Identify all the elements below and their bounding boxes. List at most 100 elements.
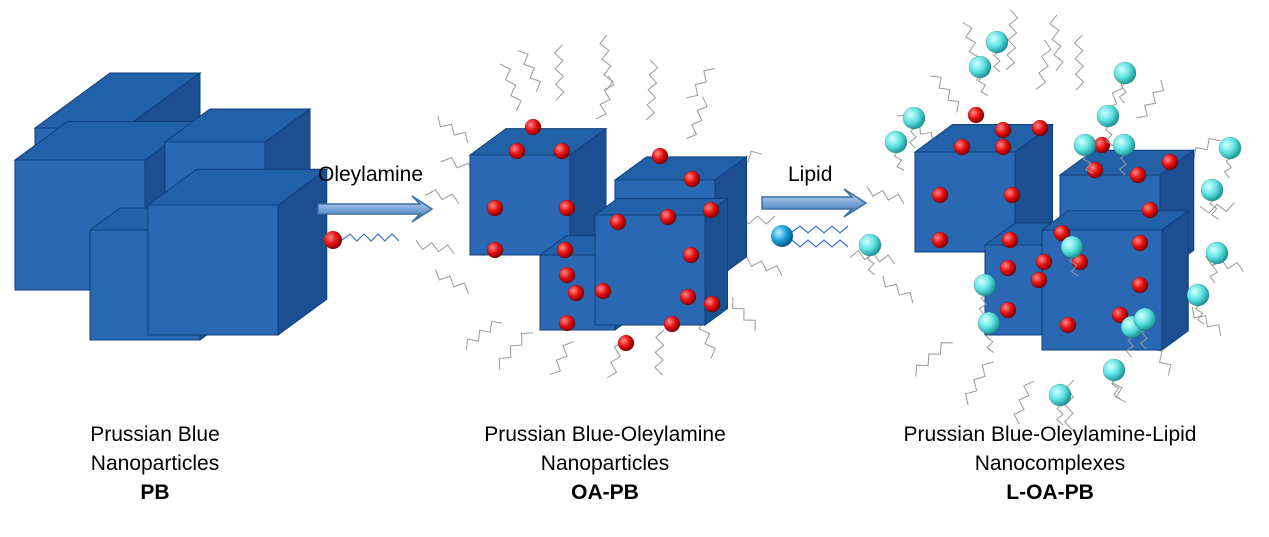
lipid-head: [1102, 358, 1126, 382]
loapb-caption: Prussian Blue-Oleylamine-Lipid Nanocompl…: [860, 420, 1240, 507]
oapb-caption: Prussian Blue-Oleylamine Nanoparticles O…: [440, 420, 770, 507]
lipid-head: [968, 55, 992, 79]
lipid-head: [1113, 61, 1137, 85]
alkyl-chain: [915, 342, 953, 377]
alkyl-chain: [595, 75, 615, 120]
lipid-head: [858, 233, 882, 257]
alkyl-chain: [978, 293, 989, 316]
oleylamine-head: [659, 208, 677, 226]
alkyl-chain: [893, 149, 905, 172]
alkyl-chain: [686, 68, 716, 99]
oleylamine-head: [703, 295, 721, 313]
oleylamine-head: [1053, 224, 1071, 242]
alkyl-chain: [1139, 326, 1149, 350]
alkyl-chain: [1035, 39, 1052, 90]
lipid-head: [985, 30, 1009, 54]
alkyl-chain: [882, 275, 914, 304]
oleylamine-head: [553, 142, 571, 160]
alkyl-chain: [930, 75, 960, 113]
alkyl-chain: [964, 361, 994, 406]
oleylamine-head: [967, 106, 985, 124]
alkyl-chain: [553, 44, 565, 101]
oleylamine-head: [486, 199, 504, 217]
alkyl-chain: [424, 189, 460, 205]
alkyl-chain: [1223, 156, 1234, 179]
alkyl-chain: [1136, 79, 1165, 119]
alkyl-chain: [686, 96, 708, 140]
oleylamine-head: [682, 246, 700, 264]
alkyl-chain: [549, 341, 574, 376]
alkyl-chain: [908, 125, 918, 149]
oleylamine-head: [994, 121, 1012, 139]
oleylamine-head: [609, 213, 627, 231]
alkyl-chain: [1118, 152, 1128, 176]
lipid-head: [1133, 307, 1157, 331]
oleylamine-head: [1131, 234, 1149, 252]
alkyl-chain: [1056, 402, 1064, 426]
pb-caption: Prussian Blue Nanoparticles PB: [30, 420, 280, 507]
alkyl-chain: [1118, 81, 1129, 104]
lipid-head: [977, 311, 1001, 335]
cube: [468, 127, 608, 256]
loapb-name-line2: Nanocomplexes: [974, 452, 1126, 475]
lipid-head: [884, 130, 908, 154]
alkyl-chain: [415, 240, 455, 255]
alkyl-chain: [745, 255, 783, 276]
alkyl-chain: [1013, 380, 1035, 425]
lipid-head: [1205, 241, 1229, 265]
oleylamine-arrow: [317, 195, 434, 223]
oleylamine-head: [1141, 201, 1159, 219]
oleylamine-head: [683, 170, 701, 188]
oleylamine-head: [558, 314, 576, 332]
oleylamine-molecule-icon: [324, 231, 400, 249]
lipid-head: [1218, 136, 1242, 160]
cube: [146, 168, 329, 336]
alkyl-chain: [435, 269, 469, 294]
alkyl-chain: [1082, 152, 1094, 175]
alkyl-chain: [498, 332, 534, 371]
lipid-head: [1073, 133, 1097, 157]
alkyl-chain: [732, 297, 756, 332]
loapb-abbrev: L-OA-PB: [1006, 481, 1094, 504]
alkyl-chain: [866, 186, 905, 205]
pb-name-line2: Nanoparticles: [90, 452, 220, 475]
alkyl-chain: [1073, 34, 1085, 91]
alkyl-chain: [1195, 302, 1205, 325]
lipid-head: [1112, 133, 1136, 157]
oapb-nanoparticle-cluster: [468, 118, 749, 352]
alkyl-chain: [1104, 123, 1114, 147]
alkyl-chain: [1111, 377, 1121, 400]
oleylamine-head: [556, 241, 574, 259]
lipid-head: [1096, 104, 1120, 128]
alkyl-chain: [465, 320, 503, 351]
lipid-arrow: [761, 188, 868, 218]
oleylamine-head: [1111, 306, 1129, 324]
lipid-head: [1060, 235, 1084, 259]
alkyl-chain: [1191, 306, 1222, 336]
oleylamine-head: [994, 138, 1012, 156]
oleylamine-head: [617, 334, 635, 352]
oleylamine-step-label: Oleylamine: [318, 163, 424, 186]
oleylamine-head: [953, 138, 971, 156]
alkyl-chain: [599, 34, 614, 91]
alkyl-chain: [993, 49, 1001, 73]
alkyl-chain: [1205, 255, 1244, 273]
alkyl-chain: [985, 330, 995, 354]
pb-abbrev: PB: [140, 481, 170, 504]
alkyl-chain: [437, 115, 469, 144]
oleylamine-head: [524, 118, 542, 136]
oleylamine-head: [1031, 119, 1049, 137]
cube: [593, 197, 730, 326]
alkyl-chain: [698, 318, 716, 359]
alkyl-chain: [866, 252, 876, 276]
oleylamine-head: [1129, 166, 1147, 184]
oleylamine-head: [1059, 316, 1077, 334]
oleylamine-head: [999, 259, 1017, 277]
loapb-nanocomplex-cluster: [858, 30, 1242, 426]
oapb-name-line1: Prussian Blue-Oleylamine: [484, 423, 726, 446]
oleylamine-head: [567, 284, 585, 302]
oleylamine-head: [931, 186, 949, 204]
pb-nanoparticle-cluster: [13, 72, 329, 341]
oapb-name-line2: Nanoparticles: [540, 452, 670, 475]
oleylamine-head: [558, 266, 576, 284]
